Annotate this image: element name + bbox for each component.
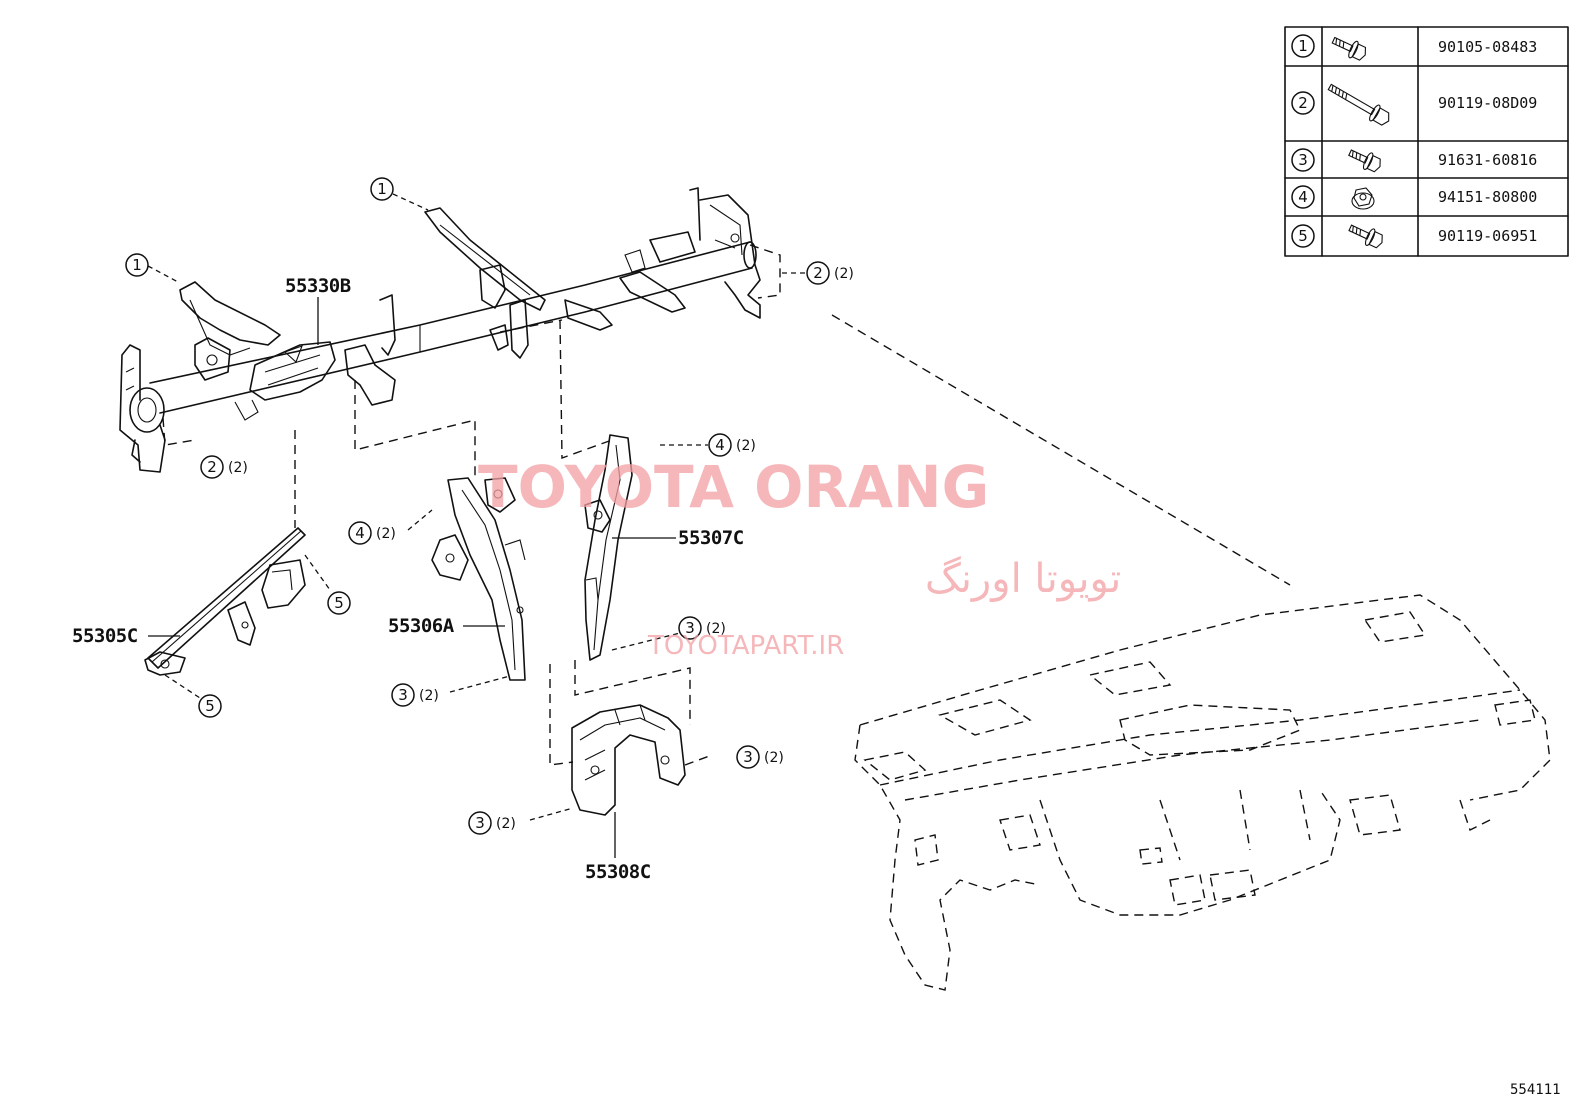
callout: 3 (2) (736, 745, 784, 769)
watermark: TOYOTA ORANG تویوتا اورنگ TOYOTAPART.IR (478, 453, 1121, 661)
callout-qty: (2) (496, 816, 516, 832)
part-number: 90105-08483 (1438, 38, 1537, 56)
callout: 3 (2) (391, 675, 511, 707)
part-label-55305c: 55305C (72, 625, 138, 647)
part-labels: 55330B 55305C 55306A 55307C 55308C (72, 275, 744, 883)
hex-flange-bolt-icon (1348, 224, 1383, 249)
callout: 3 (2) (611, 616, 726, 651)
callout-qty: (2) (706, 621, 726, 637)
callouts: 1 1 2 (2) 2 (2) 4 (2) (125, 177, 854, 835)
long-hex-bolt-icon (1327, 83, 1390, 126)
callout: 1 (125, 253, 179, 283)
part-number: 91631-60816 (1438, 151, 1537, 169)
callout: 2 (2) (782, 261, 854, 285)
part-number: 90119-08D09 (1438, 94, 1537, 112)
callout: 3 (2) (468, 807, 574, 835)
callout-ref: 3 (743, 748, 753, 766)
callout-ref: 4 (355, 524, 365, 542)
ref-circle (1291, 185, 1315, 209)
ref-number: 1 (1298, 37, 1308, 55)
callout-qty: (2) (764, 750, 784, 766)
table-row: 1 90105-08483 (1291, 34, 1537, 61)
hex-flange-nut-icon (1351, 187, 1375, 210)
part-label-55307c: 55307C (678, 527, 744, 549)
callout-ref: 3 (685, 619, 695, 637)
brace-55308c-drawing (571, 704, 686, 816)
hex-flange-bolt-icon (1348, 149, 1381, 173)
brace-55305c-drawing (144, 527, 306, 676)
ref-number: 4 (1298, 188, 1308, 206)
callout-ref: 1 (377, 180, 387, 198)
callout: 4 (2) (348, 509, 433, 545)
callout-ref: 2 (207, 458, 217, 476)
brace-55306a-drawing (431, 477, 526, 681)
watermark-brand-fa: تویوتا اورنگ (925, 556, 1121, 602)
part-label-55306a: 55306A (388, 615, 455, 637)
callout: 5 (164, 674, 222, 718)
part-number: 94151-80800 (1438, 188, 1537, 206)
table-row: 5 90119-06951 (1291, 224, 1537, 249)
ref-circle (1291, 91, 1315, 115)
ref-number: 5 (1298, 227, 1308, 245)
callout-ref: 1 (132, 256, 142, 274)
callout-qty: (2) (419, 688, 439, 704)
callout-ref: 3 (475, 814, 485, 832)
ref-circle (1291, 34, 1315, 58)
instrument-panel-outline-drawing (854, 594, 1551, 991)
brace-55307c-drawing (584, 434, 633, 661)
part-number: 90119-06951 (1438, 227, 1537, 245)
table-row: 2 90119-08D09 (1291, 83, 1537, 126)
callout: 2 (2) (200, 455, 248, 479)
callout-ref: 5 (334, 594, 344, 612)
illustration-number: 554111 (1510, 1082, 1561, 1098)
instrument-panel-reinforcement-drawing (119, 187, 761, 473)
callout-ref: 4 (715, 436, 725, 454)
hex-flange-bolt-icon (1331, 36, 1367, 61)
watermark-brand: TOYOTA ORANG (478, 453, 989, 521)
fastener-table: 1 90105-08483 2 90119-08D09 3 (1284, 26, 1569, 257)
callout-qty: (2) (228, 460, 248, 476)
callout: 5 (304, 554, 351, 615)
callout: 1 (370, 177, 429, 211)
callout-qty: (2) (376, 526, 396, 542)
part-label-55308c: 55308C (585, 861, 651, 883)
callout-ref: 5 (205, 697, 215, 715)
ref-circle (1291, 148, 1315, 172)
ref-circle (1291, 224, 1315, 248)
table-row: 4 94151-80800 (1291, 185, 1537, 210)
table-row: 3 91631-60816 (1291, 148, 1537, 173)
watermark-url: TOYOTAPART.IR (647, 631, 844, 661)
part-label-55330b: 55330B (285, 275, 351, 297)
assembly-guide-lines (162, 244, 1291, 766)
callout-qty: (2) (834, 266, 854, 282)
callout-ref: 2 (813, 264, 823, 282)
callout-ref: 3 (398, 686, 408, 704)
callout-qty: (2) (736, 438, 756, 454)
ref-number: 2 (1298, 94, 1308, 112)
ref-number: 3 (1298, 151, 1308, 169)
callout: 4 (2) (660, 433, 756, 457)
